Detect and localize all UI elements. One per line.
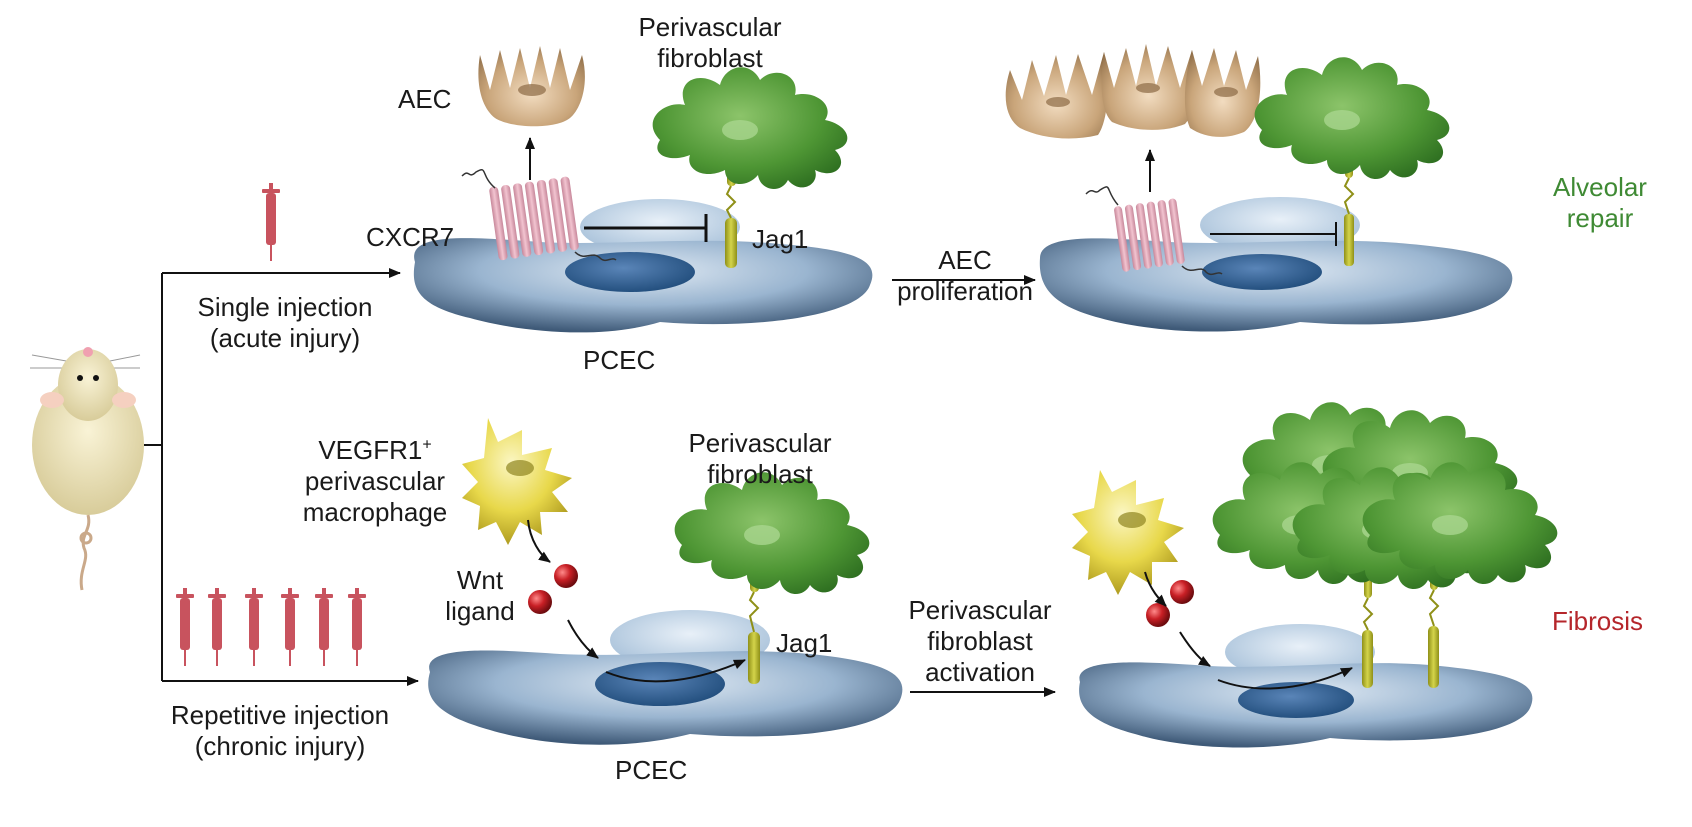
aec-proliferation-label: AEC proliferation — [880, 245, 1050, 307]
single-injection-label: Single injection (acute injury) — [160, 292, 410, 354]
vegfr1-text: VEGFR1 — [318, 435, 423, 465]
bottom-fibroblast-line1: Perivascular — [688, 428, 832, 458]
vegfr1-label-line1: VEGFR1+ — [270, 435, 480, 466]
fibroblast-bottom — [674, 472, 870, 595]
inhibition-line-top — [584, 214, 708, 242]
cxcr7-label: CXCR7 — [366, 222, 455, 252]
fibroblast-activation-label: Perivascular fibroblast activation — [890, 595, 1070, 688]
wnt-ligand-line2: ligand — [445, 596, 515, 626]
pcec-cell-bottom — [428, 610, 903, 745]
signaling-arrows-bottom — [527, 519, 746, 683]
aec-proliferation-line1: AEC — [938, 245, 992, 275]
single-injection-line2: (acute injury) — [209, 323, 361, 353]
bottom-fibroblast-label: Perivascular fibroblast — [660, 428, 860, 490]
pcec-label-bottom: PCEC — [615, 755, 688, 785]
fibroblast-activation-line3: activation — [925, 657, 1035, 687]
pcec-cell-bottom-right — [1079, 624, 1533, 748]
wnt-ligands-bottom-right — [1146, 580, 1194, 627]
alveolar-repair-line1: Alveolar — [1553, 172, 1647, 202]
aec-cells-top-right — [1005, 44, 1261, 139]
fibroblast-activation-line2: fibroblast — [927, 626, 1033, 656]
cxcr7-receptor-top-right — [1085, 186, 1223, 276]
repetitive-injection-line2: (chronic injury) — [194, 731, 366, 761]
fibroblast-top — [652, 67, 848, 190]
pcec-cell-top-right — [1039, 197, 1513, 332]
jag1-label-bottom: Jag1 — [776, 628, 833, 658]
repetitive-injection-line1: Repetitive injection — [170, 700, 390, 730]
macrophage-bottom — [462, 418, 572, 545]
wnt-ligand-line1: Wnt — [456, 565, 504, 595]
jag1-label-top: Jag1 — [752, 224, 809, 254]
bottom-fibroblast-line2: fibroblast — [707, 459, 813, 489]
aec-proliferation-line2: proliferation — [897, 276, 1033, 306]
wnt-ligands-bottom — [528, 564, 578, 614]
mouse-illustration — [30, 347, 144, 591]
fibroblast-cluster-bottom-right — [1212, 402, 1558, 590]
vegfr1-superscript: + — [422, 436, 432, 454]
aec-label: AEC — [398, 84, 452, 114]
vegfr1-label-line2: perivascular — [304, 466, 446, 496]
macrophage-bottom-right — [1072, 470, 1184, 595]
fibroblast-activation-line1: Perivascular — [908, 595, 1052, 625]
repetitive-injection-label: Repetitive injection (chronic injury) — [130, 700, 430, 762]
fibrosis-label: Fibrosis — [1552, 606, 1644, 636]
inhibition-line-top-right — [1210, 222, 1337, 246]
vegfr1-macrophage-label: VEGFR1+ perivascular macrophage — [270, 435, 480, 528]
top-fibroblast-label: Perivascular fibroblast — [610, 12, 810, 74]
cxcr7-receptor-top — [461, 168, 617, 262]
vegfr1-label-line3: macrophage — [302, 497, 448, 527]
signaling-arrows-bottom-right — [1144, 571, 1353, 690]
fibroblast-top-right — [1254, 57, 1450, 180]
alveolar-repair-line2: repair — [1566, 203, 1634, 233]
single-injection-line1: Single injection — [197, 292, 373, 322]
single-syringe — [261, 182, 281, 262]
top-fibroblast-label-line1: Perivascular — [638, 12, 782, 42]
pcec-label-top: PCEC — [583, 345, 656, 375]
injury-branch-lines — [144, 268, 419, 686]
repetitive-syringes — [175, 587, 367, 667]
alveolar-repair-label: Alveolar repair — [1530, 172, 1670, 234]
aec-cell-top — [478, 46, 585, 127]
top-fibroblast-label-line2: fibroblast — [657, 43, 763, 73]
pcec-cell-top — [413, 199, 873, 333]
wnt-ligand-label: Wnt ligand — [440, 565, 520, 627]
